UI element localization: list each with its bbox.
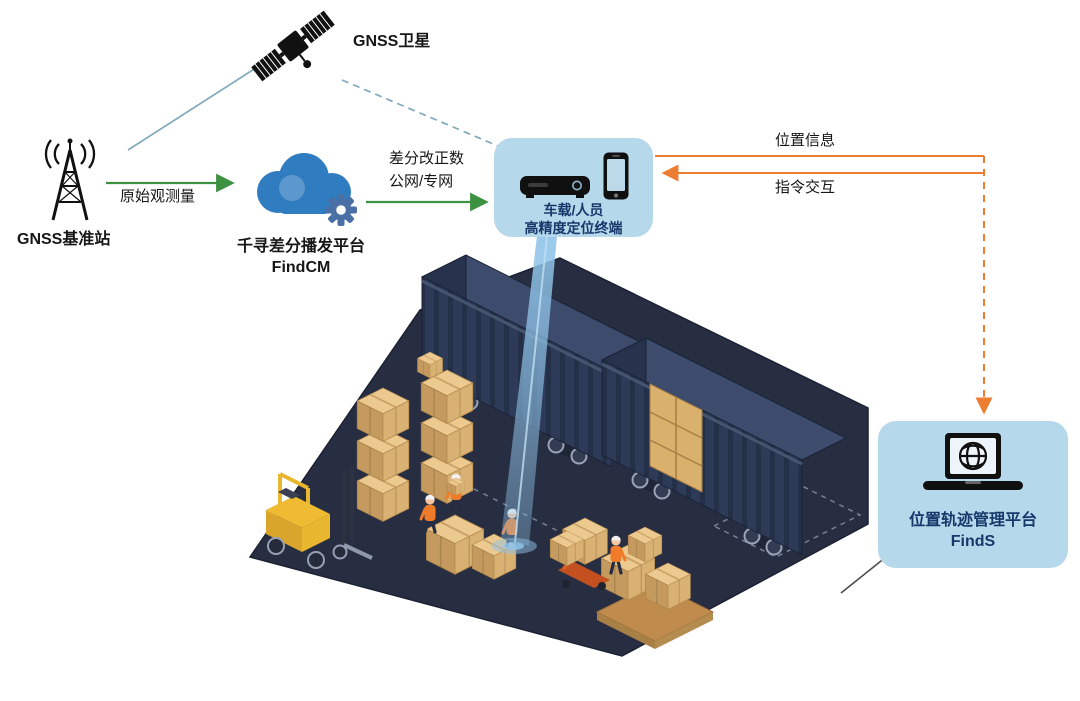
edge-label-raw-observation: 原始观测量 — [120, 188, 196, 205]
terminal-node: 车载/人员 高精度定位终端 — [494, 138, 653, 237]
warehouse-scene — [248, 254, 869, 657]
edge-label-correction-line2: 公网/专网 — [389, 173, 454, 190]
shipping-container-2 — [600, 337, 848, 556]
terminal-label-line1: 车载/人员 — [543, 202, 604, 218]
gear-icon — [325, 194, 357, 226]
platform-label-line1: 位置轨迹管理平台 — [908, 512, 1037, 529]
terminal-label-line2: 高精度定位终端 — [524, 220, 623, 237]
base-station-label: GNSS基准站 — [17, 231, 111, 248]
base-station-icon — [44, 138, 96, 221]
positioning-beam — [491, 235, 557, 554]
satellite-icon — [251, 10, 335, 82]
forklift — [266, 466, 373, 569]
edge-label-position-info: 位置信息 — [774, 132, 835, 149]
carton-stack-left-1 — [356, 387, 410, 523]
phone-icon — [603, 152, 628, 200]
container-open-door-boxes — [649, 383, 703, 493]
pallet-jack — [549, 517, 610, 590]
satellite-label: GNSS卫星 — [353, 33, 431, 50]
cloud-title: 千寻差分播发平台 — [236, 238, 365, 255]
callout-tail-platform — [840, 556, 887, 594]
laptop-globe-icon — [923, 433, 1023, 490]
edge-label-command-exchange: 指令交互 — [774, 179, 835, 196]
platform-label-line2: FindS — [950, 532, 996, 550]
cloud-subtitle: FindCM — [271, 259, 331, 276]
edge-label-correction-line1: 差分改正数 — [389, 150, 465, 167]
platform-node: 位置轨迹管理平台 FindS — [878, 421, 1068, 568]
receiver-icon — [519, 176, 590, 198]
warehouse-floor — [248, 257, 869, 657]
connector-satellite-to-base — [127, 63, 263, 151]
globe-icon — [958, 441, 988, 471]
pallet-stack-bottom — [595, 526, 715, 649]
connector-satellite-to-terminal — [341, 79, 499, 147]
cloud-gear-icon — [257, 153, 357, 226]
terminal-icons — [518, 151, 630, 201]
